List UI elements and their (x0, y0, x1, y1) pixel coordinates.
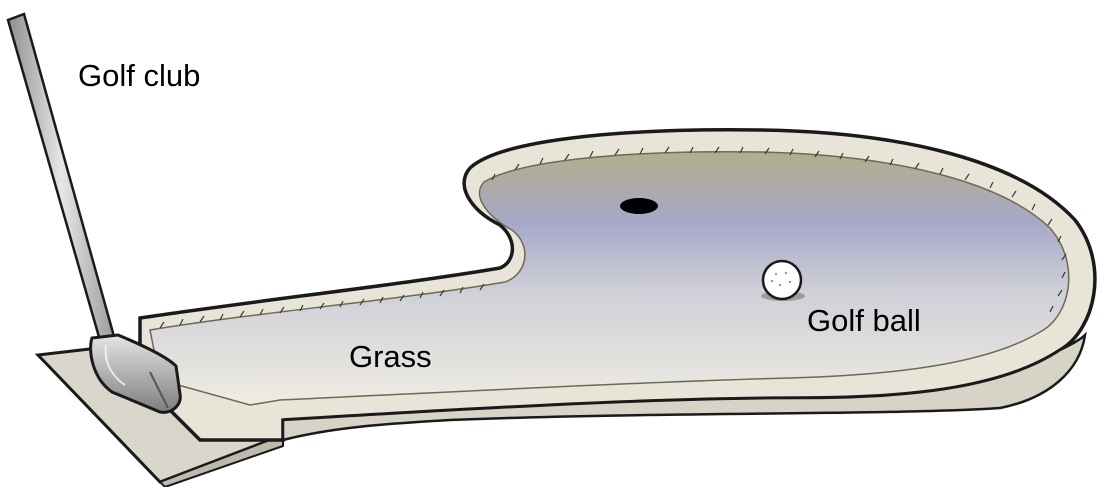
hole (620, 198, 658, 214)
label-grass: Grass (349, 339, 432, 374)
label-golf-club: Golf club (78, 58, 200, 93)
grass-surface (150, 147, 1069, 405)
label-golf-ball: Golf ball (807, 303, 921, 338)
